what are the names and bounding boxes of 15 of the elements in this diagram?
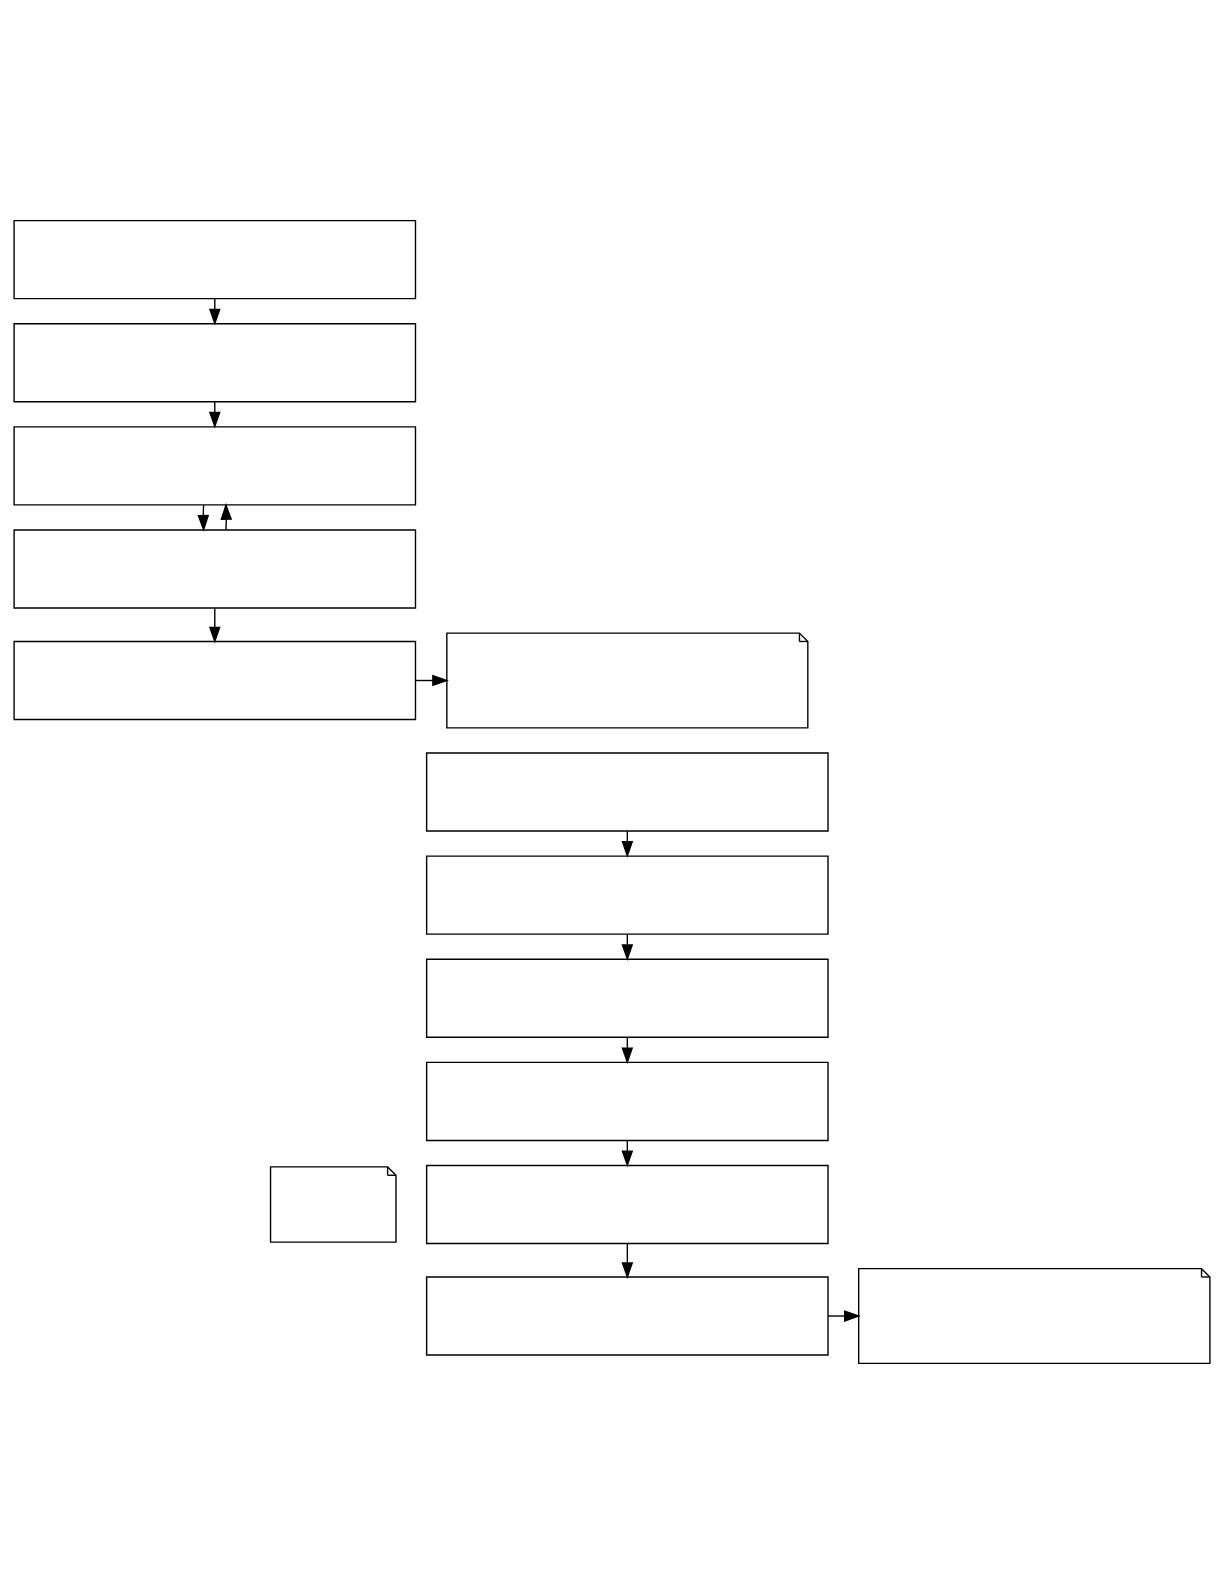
arrow <box>208 607 221 644</box>
node-box <box>13 529 417 609</box>
node-box <box>425 1164 829 1245</box>
node-box <box>425 958 829 1038</box>
node-box <box>425 855 829 935</box>
node-box <box>13 219 417 300</box>
arrow <box>827 1310 861 1322</box>
node-box <box>13 640 417 721</box>
node-box <box>425 1061 829 1142</box>
node-box <box>425 1276 829 1356</box>
node-box <box>425 752 829 832</box>
node-box <box>13 323 417 403</box>
arrow <box>621 1243 634 1279</box>
node-box <box>13 426 417 506</box>
arrow <box>220 503 233 531</box>
